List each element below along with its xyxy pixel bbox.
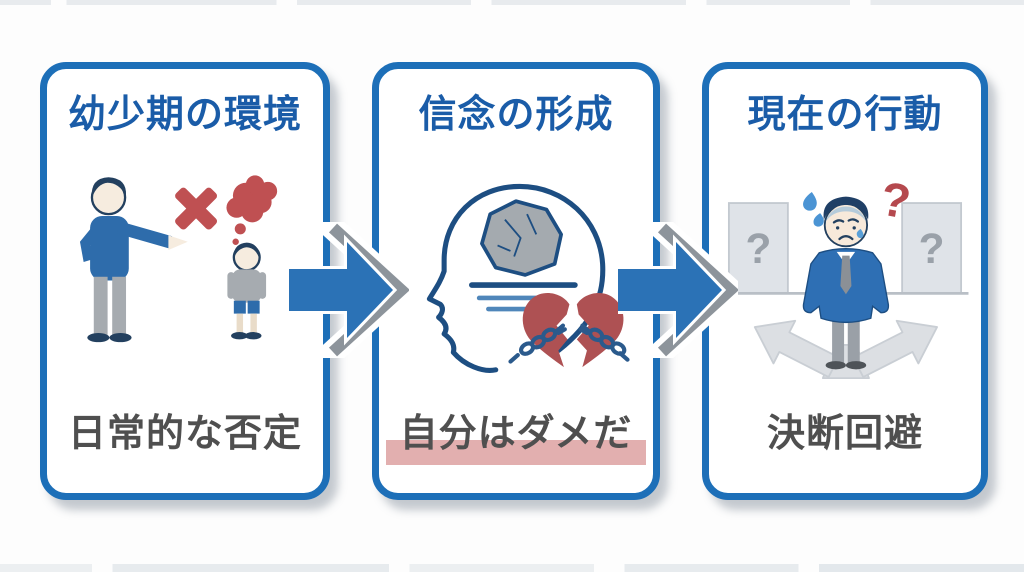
indecision-illustration-svg: ? ? xyxy=(721,173,969,380)
question-mark-gray: ? xyxy=(919,225,945,272)
panel-childhood-environment: 幼少期の環境 xyxy=(40,62,330,500)
top-crop-artifact xyxy=(0,0,1024,5)
flow-arrow-1 xyxy=(286,211,419,369)
rock-shelf-lines xyxy=(469,282,578,312)
indecision-illustration: ? ? xyxy=(709,155,981,393)
thought-cloud-icon xyxy=(226,175,278,245)
head-profile-icon xyxy=(426,183,606,373)
pink-highlight-bar xyxy=(386,440,646,465)
sweat-drops-icon xyxy=(803,191,824,227)
child-figure xyxy=(227,242,267,340)
rock-icon xyxy=(480,199,563,277)
scolding-illustration xyxy=(47,155,323,393)
confused-man-figure xyxy=(802,196,890,370)
bottom-crop-artifact xyxy=(0,564,1024,572)
caption-text: 自分はダメだ xyxy=(399,413,633,455)
panel-caption: 日常的な否定 xyxy=(47,402,323,457)
panel-caption: 決断回避 xyxy=(709,402,981,457)
parent-figure xyxy=(79,177,188,343)
chain-icon xyxy=(508,323,630,364)
arrow-right-icon xyxy=(286,234,398,346)
broken-heart-icon xyxy=(508,292,630,368)
scolding-illustration-svg xyxy=(79,175,278,343)
panel-belief-formation: 信念の形成 xyxy=(372,62,660,500)
panel-caption: 自分はダメだ xyxy=(379,402,653,465)
belief-illustration-svg xyxy=(426,183,630,373)
panel-title: 信念の形成 xyxy=(418,94,614,136)
belief-illustration xyxy=(379,155,653,393)
question-mark-gray: ? xyxy=(745,225,771,272)
panel-title: 幼少期の環境 xyxy=(67,94,302,136)
flow-arrow-2 xyxy=(615,211,748,369)
panel-title: 現在の行動 xyxy=(747,94,943,136)
caption-text: 日常的な否定 xyxy=(67,413,302,455)
cross-mark-icon xyxy=(175,187,218,230)
door-right: ? xyxy=(901,202,963,295)
door-left: ? xyxy=(727,202,789,295)
panel-current-behavior: 現在の行動 ? ? xyxy=(702,62,988,500)
arrow-right-icon xyxy=(615,234,727,346)
diverging-arrows-icon xyxy=(753,319,938,380)
caption-text: 決断回避 xyxy=(766,413,923,455)
tear-drop-icon xyxy=(856,228,864,239)
